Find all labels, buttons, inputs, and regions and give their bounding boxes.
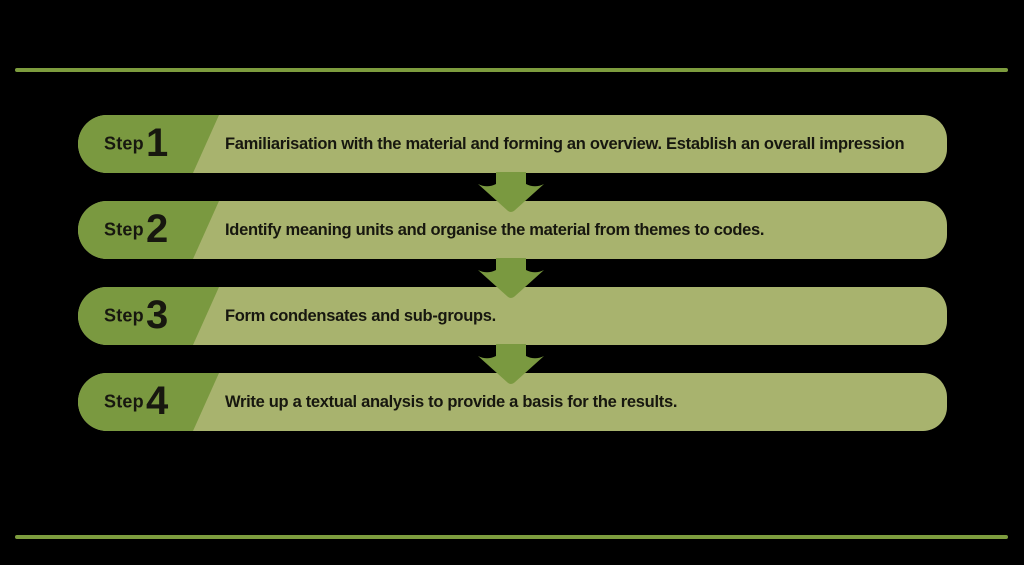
step-1-bar: Step 1 Familiarisation with the material… (78, 115, 947, 173)
step-3-number: 3 (146, 293, 169, 338)
step-3-label: Step (104, 305, 144, 326)
down-arrow-icon (478, 258, 544, 300)
step-4-number: 4 (146, 379, 169, 424)
step-1-description: Familiarisation with the material and fo… (225, 134, 905, 153)
step-1-badge: Step 1 (78, 115, 219, 173)
step-2-number: 2 (146, 207, 169, 252)
top-divider-line (15, 68, 1008, 72)
step-2-label: Step (104, 219, 144, 240)
step-2-description: Identify meaning units and organise the … (225, 220, 765, 239)
step-1-number: 1 (146, 121, 169, 166)
step-1-label: Step (104, 133, 144, 154)
step-3-description: Form condensates and sub-groups. (225, 306, 496, 325)
bottom-divider-line (15, 535, 1008, 539)
step-4-label: Step (104, 391, 144, 412)
step-3-badge: Step 3 (78, 287, 219, 345)
step-2-badge: Step 2 (78, 201, 219, 259)
down-arrow-icon (478, 172, 544, 214)
down-arrow-icon (478, 344, 544, 386)
step-4-description: Write up a textual analysis to provide a… (225, 392, 678, 411)
step-4-badge: Step 4 (78, 373, 219, 431)
